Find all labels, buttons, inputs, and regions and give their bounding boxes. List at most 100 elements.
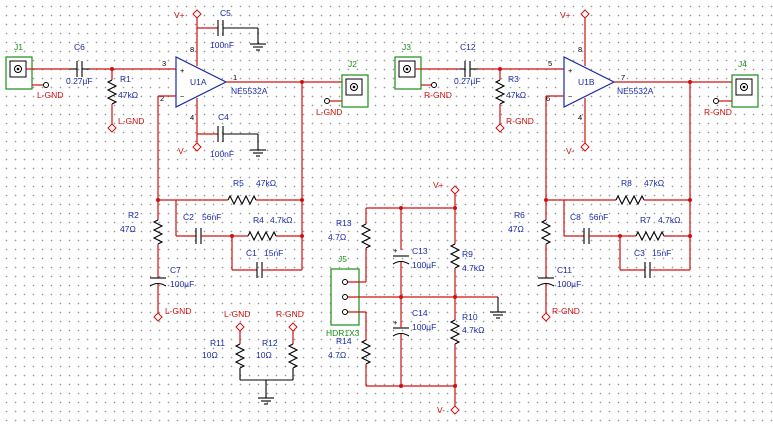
cap-c12[interactable]: C12 0.27µF	[454, 42, 481, 86]
r6-value: 47Ω	[508, 224, 524, 234]
c11-ref: C11	[557, 265, 572, 275]
c11-value: 100µF	[557, 279, 581, 289]
cap-c3[interactable]: C3 15nF	[634, 248, 671, 278]
svg-text:−: −	[180, 92, 185, 101]
svg-text:+: +	[393, 318, 398, 327]
r4-value: 4.7kΩ	[270, 215, 292, 225]
u1b-part: NE5532A	[617, 86, 654, 96]
u1b-pin4: 4	[578, 113, 582, 122]
r6-ref: R6	[514, 210, 525, 220]
r3-net: R-GND	[506, 116, 534, 126]
res-r2[interactable]: R2 47Ω	[120, 210, 164, 245]
r5-ref: R5	[233, 178, 244, 188]
r12-value: 10Ω	[256, 350, 272, 360]
r1-gnd-port	[107, 123, 117, 133]
psu-ground	[489, 305, 507, 319]
j2-net: L-GND	[316, 107, 342, 117]
c13-value: 100µF	[412, 260, 436, 270]
u1a-pin3: 3	[162, 59, 166, 68]
res-r10[interactable]: R10 4.7kΩ	[449, 312, 484, 345]
res-r12[interactable]: R12 10Ω	[256, 338, 299, 369]
psu-vplus-port	[450, 185, 460, 195]
r4-ref: R4	[253, 215, 264, 225]
header-j5[interactable]: J5 HDR1X3	[326, 254, 360, 338]
psu-vplus-label: V+	[433, 180, 444, 190]
c7-value: 100µF	[170, 279, 194, 289]
j1-net: L-GND	[37, 90, 63, 100]
cap-c2[interactable]: C2 56nF	[183, 212, 221, 244]
u1a-pin1: 1	[233, 73, 237, 82]
res-r1[interactable]: R1 47kΩ	[106, 74, 138, 105]
u1b-vplus-port	[580, 9, 590, 19]
cap-c4[interactable]: C4 100nF	[210, 112, 234, 159]
res-r4[interactable]: R4 4.7kΩ	[247, 215, 292, 242]
u1a-part: NE5532A	[231, 86, 268, 96]
rgnd-label: R-GND	[276, 309, 304, 319]
cap-c8[interactable]: C8 56nF	[570, 212, 608, 244]
c14-value: 100µF	[412, 322, 436, 332]
u1a-vplus-label: V+	[174, 10, 185, 20]
c7-net: L-GND	[165, 306, 191, 316]
res-r14[interactable]: R14 4.7Ω	[328, 336, 372, 365]
right-channel: J3 R-GND C12 0.27µF R3 47kΩ R-GND + −	[394, 9, 759, 322]
res-r6[interactable]: R6 47Ω	[508, 210, 552, 245]
res-r8[interactable]: R8 47kΩ	[615, 178, 664, 206]
cap-c7[interactable]: C7 100µF	[149, 265, 194, 289]
r5-value: 47kΩ	[256, 178, 276, 188]
j2-ref: J2	[348, 59, 357, 69]
cap-c13[interactable]: + C13 100µF	[392, 246, 436, 270]
r11-value: 10Ω	[202, 350, 218, 360]
c6-value: 0.27µF	[66, 76, 93, 86]
r12-ref: R12	[262, 338, 278, 348]
c5-ref: C5	[220, 8, 231, 18]
res-r11[interactable]: R11 10Ω	[202, 338, 246, 369]
res-r7[interactable]: R7 4.7kΩ	[635, 215, 680, 242]
c5-ground	[249, 37, 267, 51]
c12-value: 0.27µF	[454, 76, 481, 86]
u1a-ref: U1A	[190, 77, 207, 87]
c13-ref: C13	[412, 246, 428, 256]
svg-text:+: +	[568, 66, 573, 75]
r14-value: 4.7Ω	[328, 350, 346, 360]
r3-ref: R3	[508, 74, 519, 84]
c1-ref: C1	[246, 248, 257, 258]
cap-c11[interactable]: C11 100µF	[537, 265, 581, 289]
u1a-vplus-port	[192, 9, 202, 19]
r7-ref: R7	[640, 215, 651, 225]
res-r5[interactable]: R5 47kΩ	[227, 178, 276, 206]
jack-j3[interactable]: J3 R-GND	[394, 42, 452, 100]
cap-c1[interactable]: C1 15nF	[246, 248, 283, 278]
u1b-pin8: 8	[578, 45, 582, 54]
c5-value: 100nF	[210, 40, 234, 50]
opamp-u1a[interactable]: + − U1A NE5532A 3 2 1 8 4	[160, 45, 268, 122]
u1b-pin6: 6	[546, 94, 550, 103]
j3-net: R-GND	[424, 90, 452, 100]
res-r3[interactable]: R3 47kΩ	[494, 74, 526, 105]
c11-net: R-GND	[552, 306, 580, 316]
j5-part: HDR1X3	[326, 328, 360, 338]
j1-ref: J1	[14, 42, 23, 52]
u1b-pin5: 5	[548, 59, 552, 68]
r10-ref: R10	[462, 312, 478, 322]
r10-value: 4.7kΩ	[462, 325, 484, 335]
cap-c14[interactable]: + C14 100µF	[392, 308, 436, 337]
u1b-vminus-port	[580, 142, 590, 152]
jack-j1[interactable]: J1 L-GND	[5, 42, 63, 100]
c7-ref: C7	[170, 265, 181, 275]
opamp-u1b[interactable]: + − U1B NE5532A 5 6 7 8 4	[546, 45, 654, 122]
u1a-vminus-port	[192, 142, 202, 152]
res-r9[interactable]: R9 4.7kΩ	[449, 243, 484, 273]
u1a-vminus-label: V-	[178, 146, 186, 156]
j4-net: R-GND	[704, 107, 732, 117]
jack-j4[interactable]: J4 R-GND	[704, 59, 759, 117]
res-r13[interactable]: R13 4.7Ω	[328, 218, 372, 249]
cap-c6[interactable]: C6 0.27µF	[66, 42, 93, 86]
r1-ref: R1	[120, 74, 131, 84]
c6-ref: C6	[74, 42, 85, 52]
cap-c5[interactable]: C5 100nF	[210, 8, 234, 50]
u1b-vplus-label: V+	[560, 10, 571, 20]
u1a-pin8: 8	[190, 45, 194, 54]
c2-value: 56nF	[202, 212, 221, 222]
jack-j2[interactable]: J2 L-GND	[316, 59, 369, 117]
